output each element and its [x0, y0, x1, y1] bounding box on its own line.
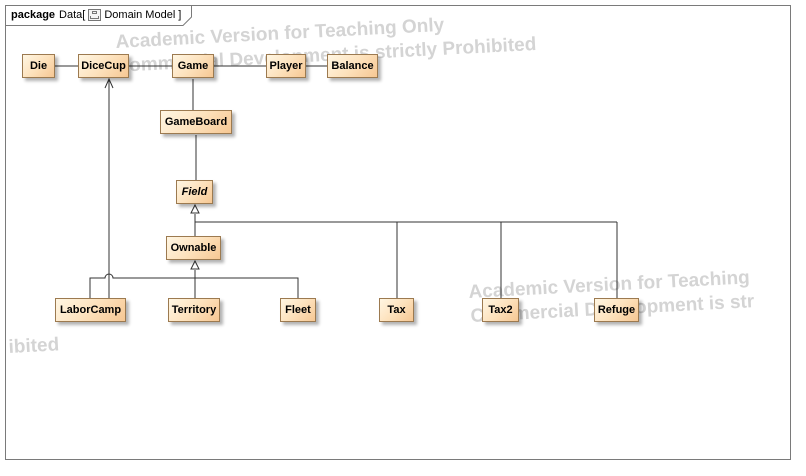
class-refuge[interactable]: Refuge: [594, 298, 639, 322]
frame-package-name: Data: [59, 9, 83, 21]
class-dicecup[interactable]: DiceCup: [78, 54, 129, 78]
class-laborcamp[interactable]: LaborCamp: [55, 298, 126, 322]
class-game[interactable]: Game: [172, 54, 214, 78]
class-tax2[interactable]: Tax2: [482, 298, 519, 322]
diagram-icon: [88, 9, 102, 21]
class-field[interactable]: Field: [176, 180, 213, 204]
class-balance[interactable]: Balance: [327, 54, 378, 78]
gen-triangle-field: [190, 203, 200, 214]
frame-open-bracket: [: [82, 9, 86, 21]
class-die[interactable]: Die: [22, 54, 55, 78]
class-gameboard[interactable]: GameBoard: [160, 110, 232, 134]
diagram-frame: [5, 5, 791, 460]
gen-ownable-bus: [89, 273, 299, 298]
gen-triangle-ownable: [190, 259, 200, 270]
dep-arrowhead: [104, 77, 114, 89]
frame-tab-outline: [5, 5, 192, 26]
frame-diagram-name: Domain Model: [104, 9, 176, 21]
class-player[interactable]: Player: [266, 54, 306, 78]
frame-close-bracket: ]: [178, 9, 182, 21]
class-territory[interactable]: Territory: [168, 298, 220, 322]
frame-keyword: package: [11, 9, 56, 21]
frame-tab: package Data [ Domain Model ]: [5, 5, 189, 25]
class-ownable[interactable]: Ownable: [166, 236, 221, 260]
class-fleet[interactable]: Fleet: [280, 298, 316, 322]
class-tax[interactable]: Tax: [379, 298, 414, 322]
